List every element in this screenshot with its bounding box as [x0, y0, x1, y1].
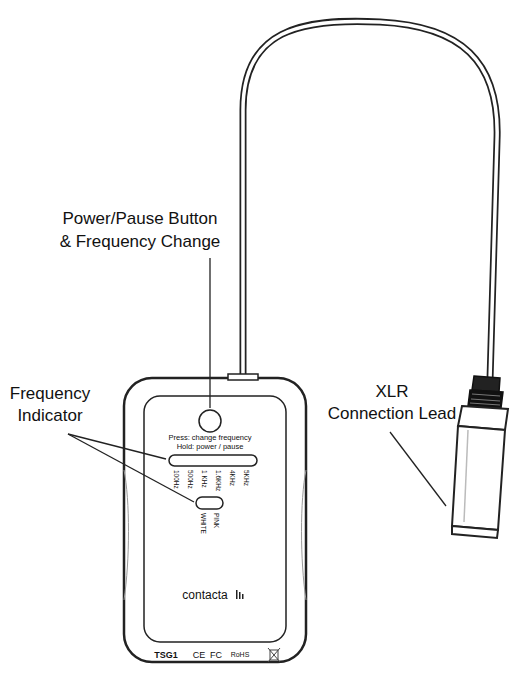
certification-mark: RoHS — [231, 651, 250, 659]
callout-label: Frequency — [10, 384, 90, 404]
callout-label: & Frequency Change — [60, 232, 221, 252]
cable-core — [243, 21, 497, 380]
noise-label: WHITE — [199, 513, 206, 534]
frequency-led-bar — [169, 455, 257, 466]
noise-led — [196, 497, 223, 509]
callout-label: Power/Pause Button — [63, 209, 218, 229]
frequency-label: 1 KHz — [200, 470, 207, 488]
power-button — [199, 410, 221, 432]
frequency-label: 500Hz — [186, 470, 193, 489]
frequency-label: 1.6KHz — [214, 470, 221, 491]
certification-mark: CE — [193, 650, 206, 660]
model-number: TSG1 — [154, 650, 178, 660]
frequency-label: 100Hz — [172, 470, 179, 489]
leader-lines — [68, 258, 446, 506]
device-body — [124, 374, 306, 662]
weee-cross — [268, 648, 280, 662]
cable — [243, 21, 497, 380]
xlr-connector — [452, 376, 508, 538]
frequency-label: 4KHz — [228, 470, 235, 486]
panel-text: Press: change frequency — [169, 434, 252, 443]
callout-label: Connection Lead — [328, 404, 457, 424]
panel-text: Hold: power / pause — [177, 443, 244, 452]
certification-mark: FC — [210, 650, 222, 660]
noise-label: PINK — [212, 513, 219, 528]
frequency-label: 5KHz — [242, 470, 249, 486]
callout-label: Indicator — [17, 406, 82, 426]
brand-name: contacta — [182, 589, 227, 603]
brand-logo-mark — [236, 590, 244, 599]
callout-label: XLR — [375, 382, 408, 402]
